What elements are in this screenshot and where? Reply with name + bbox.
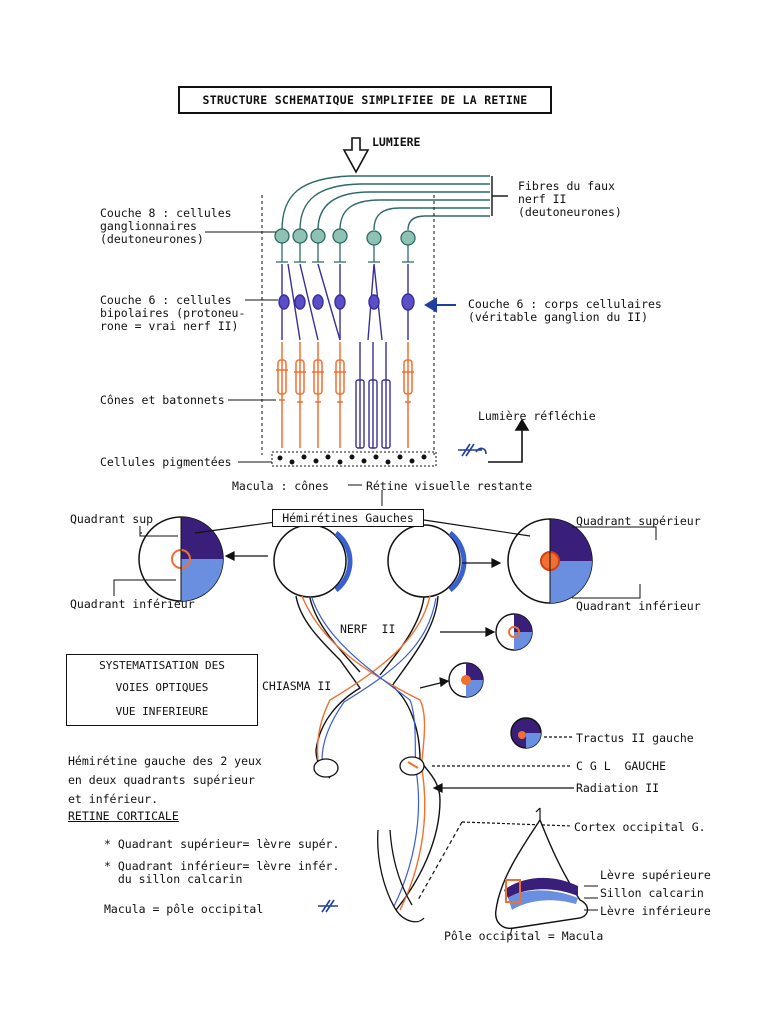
cones-label: Cônes et batonnets — [100, 393, 225, 407]
nerf-label: NERF II — [340, 622, 396, 636]
chiasma-label: CHIASMA II — [262, 679, 332, 693]
macula-note: Macula = pôle occipital — [104, 902, 264, 916]
systematisation-line2: VOIES OPTIQUES — [115, 681, 209, 694]
nerve-section-disc — [495, 613, 533, 651]
ganglion-cells — [274, 228, 416, 263]
fibre-lines — [281, 175, 508, 231]
page-title: STRUCTURE SCHEMATIQUE SIMPLIFIEE DE LA R… — [178, 86, 552, 114]
cortex-label: Cortex occipital G. — [574, 820, 706, 834]
radiation-label: Radiation II — [576, 781, 660, 795]
levre-inf-label: Lèvre inférieure — [600, 904, 711, 918]
systematisation-box: SYSTEMATISATION DES VOIES OPTIQUES VUE I… — [66, 654, 258, 726]
cgl-label: C G L GAUCHE — [576, 759, 667, 773]
tractus-section-disc — [510, 717, 542, 749]
pigment-label: Cellules pigmentées — [100, 455, 232, 469]
light-label: LUMIERE — [372, 135, 421, 149]
layer-boundaries — [261, 195, 435, 455]
signature-icon — [318, 443, 487, 913]
lateral-geniculate — [313, 756, 425, 778]
blue-pointer-arrow — [424, 297, 456, 313]
reflected-light-label: Lumière réfléchie — [478, 409, 596, 423]
layer8-label: Couche 8 : cellules ganglionnaires (deut… — [100, 206, 232, 246]
pole-label: Pôle occipital = Macula — [444, 929, 604, 943]
quadrant-inf-left-label: Quadrant inférieur — [70, 597, 195, 611]
macula-label: Macula : cônes — [232, 479, 329, 493]
bipolar-cells — [278, 263, 415, 341]
bullet-quadrant-sup: * Quadrant supérieur= lèvre supér. — [104, 837, 340, 851]
occipital-outline — [377, 829, 425, 923]
left-quadrant-disc — [138, 516, 224, 602]
quadrant-sup-right-label: Quadrant supérieur — [576, 514, 701, 528]
reflected-light-arrow-icon — [488, 418, 530, 463]
systematisation-line3: VUE INFERIEURE — [115, 705, 209, 718]
quadrant-sup-left-label: Quadrant sup — [70, 512, 154, 526]
light-arrow-icon — [342, 137, 370, 174]
chiasma-section-disc — [448, 662, 484, 698]
layer6-body-label: Couche 6 : corps cellulaires (véritable … — [468, 297, 662, 324]
section-arrows — [417, 627, 574, 901]
cortex-sketch — [495, 807, 598, 937]
label-leaders — [205, 231, 362, 486]
rest-retina-label: Rétine visuelle restante — [366, 479, 533, 493]
fibres-label: Fibres du faux nerf II (deutoneurones) — [518, 179, 622, 219]
disc-arrows — [140, 519, 531, 568]
layer6-bipolar-label: Couche 6 : cellules bipolaires (protoneu… — [100, 293, 246, 333]
tractus-label: Tractus II gauche — [576, 731, 694, 745]
rod-cells — [355, 342, 391, 449]
systematisation-line1: SYSTEMATISATION DES — [99, 659, 225, 672]
levre-sup-label: Lèvre supérieure — [600, 868, 711, 882]
hemiretina-box: Hémirétines Gauches — [272, 509, 424, 527]
hemiretina-note: Hémirétine gauche des 2 yeux en deux qua… — [68, 754, 262, 806]
left-eye — [273, 524, 353, 598]
pigment-layer — [271, 451, 437, 467]
right-eye — [387, 524, 467, 598]
retine-corticale-heading: RETINE CORTICALE — [68, 809, 179, 823]
quadrant-leaders — [113, 490, 657, 599]
bullet-quadrant-inf: * Quadrant inférieur= lèvre infér. du si… — [104, 859, 340, 886]
cone-cells — [276, 342, 414, 448]
quadrant-inf-right-label: Quadrant inférieur — [576, 599, 701, 613]
sillon-label: Sillon calcarin — [600, 886, 704, 900]
optic-fibres-blue — [311, 597, 437, 907]
right-quadrant-disc — [507, 518, 593, 604]
